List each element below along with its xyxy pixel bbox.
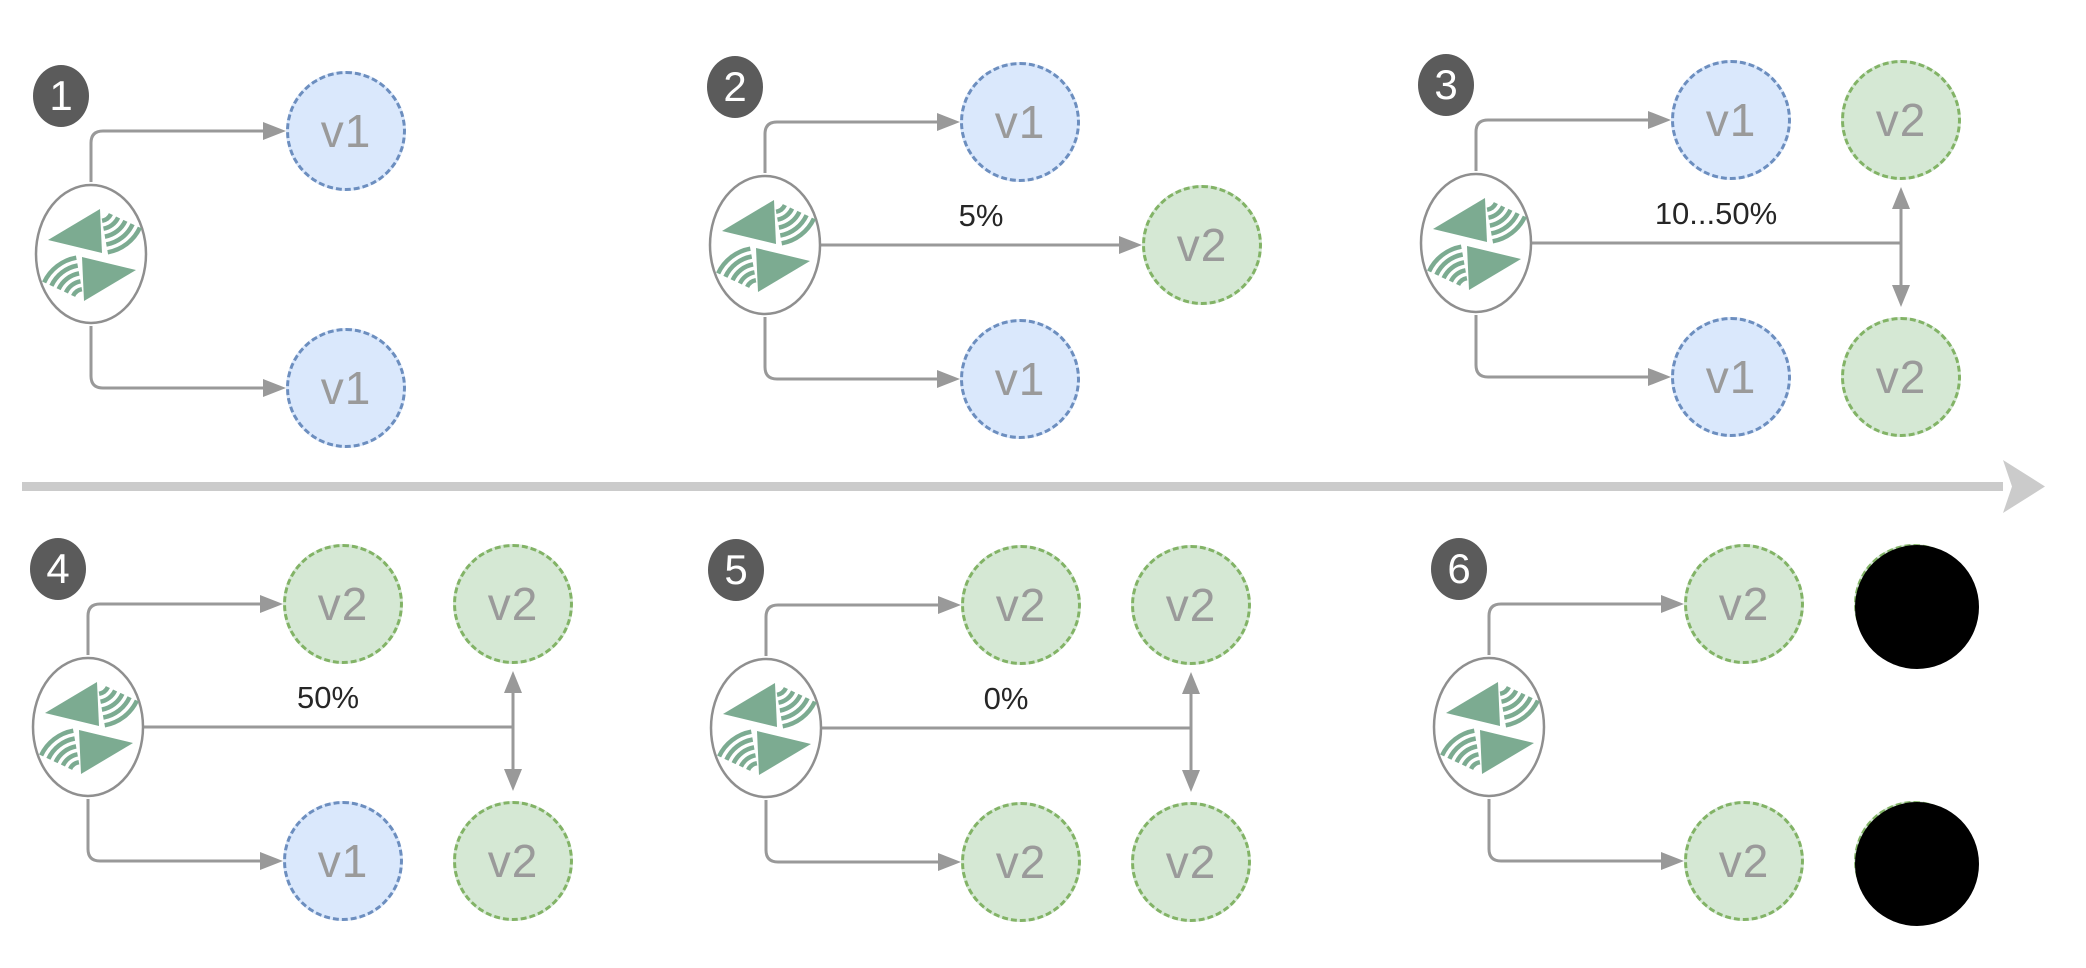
traffic-router-icon [33, 182, 149, 326]
node-label: v2 [487, 835, 539, 887]
stage-1: 1 v1 v1 [11, 6, 591, 466]
node-label: v1 [994, 353, 1046, 405]
stage-6: 6 v2 v2 v2 v2 [1409, 479, 1989, 939]
step-number: 1 [49, 72, 73, 119]
connectors [1474, 111, 1910, 386]
node-v2: v2 [1142, 185, 1262, 305]
connectors [89, 122, 286, 397]
node-label: v2 [1718, 578, 1770, 630]
node-v1: v1 [1671, 60, 1791, 180]
timeline-arrow [22, 460, 2045, 513]
node-label: v2 [487, 578, 539, 630]
node-label: v1 [320, 105, 372, 157]
step-badge: 2 [707, 56, 763, 118]
node-label: v1 [320, 362, 372, 414]
node-label: v1 [1705, 351, 1757, 403]
connectors [1487, 595, 1684, 870]
node-v1: v1 [283, 801, 403, 921]
stage-2: 2 5% v1 v1 v2 [685, 0, 1265, 457]
traffic-percent-label: 50% [296, 680, 360, 715]
node-v2: v2 [1841, 317, 1961, 437]
step-number: 5 [724, 546, 748, 593]
step-number: 4 [46, 545, 70, 592]
node-label: v2 [1176, 219, 1228, 271]
step-number: 3 [1434, 61, 1458, 108]
traffic-router-icon [708, 656, 824, 800]
traffic-percent-label: 5% [958, 198, 1004, 233]
node-v2: v2 [961, 545, 1081, 665]
connectors [763, 113, 1142, 388]
node-v1: v1 [286, 328, 406, 448]
step-number: 2 [723, 63, 747, 110]
node-v2: v2 [283, 544, 403, 664]
node-label: v1 [317, 835, 369, 887]
stage-3: 3 10...50% v1 v2 v1 v2 [1396, 0, 1976, 455]
node-label: v2 [1718, 835, 1770, 887]
node-label: v2 [995, 836, 1047, 888]
node-label: v2 [1165, 579, 1217, 631]
node-v2-deleted: v2 [1854, 801, 1974, 921]
node-v1: v1 [960, 319, 1080, 439]
node-v2: v2 [1841, 60, 1961, 180]
step-badge: 3 [1418, 54, 1474, 116]
node-label: v2 [1875, 351, 1927, 403]
connectors [86, 595, 522, 870]
traffic-percent-label: 0% [983, 681, 1029, 716]
node-label: v1 [1705, 94, 1757, 146]
node-v1: v1 [1671, 317, 1791, 437]
node-v1: v1 [286, 71, 406, 191]
traffic-percent-label: 10...50% [1654, 196, 1778, 231]
node-v2: v2 [1131, 802, 1251, 922]
step-badge: 6 [1431, 538, 1487, 600]
traffic-router-icon [1418, 171, 1534, 315]
step-badge: 5 [708, 539, 764, 601]
node-v2: v2 [1131, 545, 1251, 665]
node-label: v1 [994, 96, 1046, 148]
node-v2: v2 [1684, 544, 1804, 664]
node-v1: v1 [960, 62, 1080, 182]
node-label: v2 [1165, 836, 1217, 888]
node-v2: v2 [961, 802, 1081, 922]
node-v2: v2 [453, 801, 573, 921]
node-label: v2 [995, 579, 1047, 631]
node-v2: v2 [453, 544, 573, 664]
connectors [764, 596, 1200, 871]
step-number: 6 [1447, 545, 1471, 592]
traffic-router-icon [707, 173, 823, 317]
deleted-cross-icon [1851, 541, 1983, 673]
node-label: v2 [317, 578, 369, 630]
deleted-cross-icon [1851, 798, 1983, 930]
node-v2-deleted: v2 [1854, 544, 1974, 664]
stage-4: 4 50% v2 v2 v1 v2 [8, 479, 588, 939]
stage-5: 5 0% v2 v2 v2 v2 [686, 480, 1266, 940]
node-v2: v2 [1684, 801, 1804, 921]
step-badge: 1 [33, 65, 89, 127]
step-badge: 4 [30, 538, 86, 600]
traffic-router-icon [1431, 655, 1547, 799]
node-label: v2 [1875, 94, 1927, 146]
traffic-router-icon [30, 655, 146, 799]
